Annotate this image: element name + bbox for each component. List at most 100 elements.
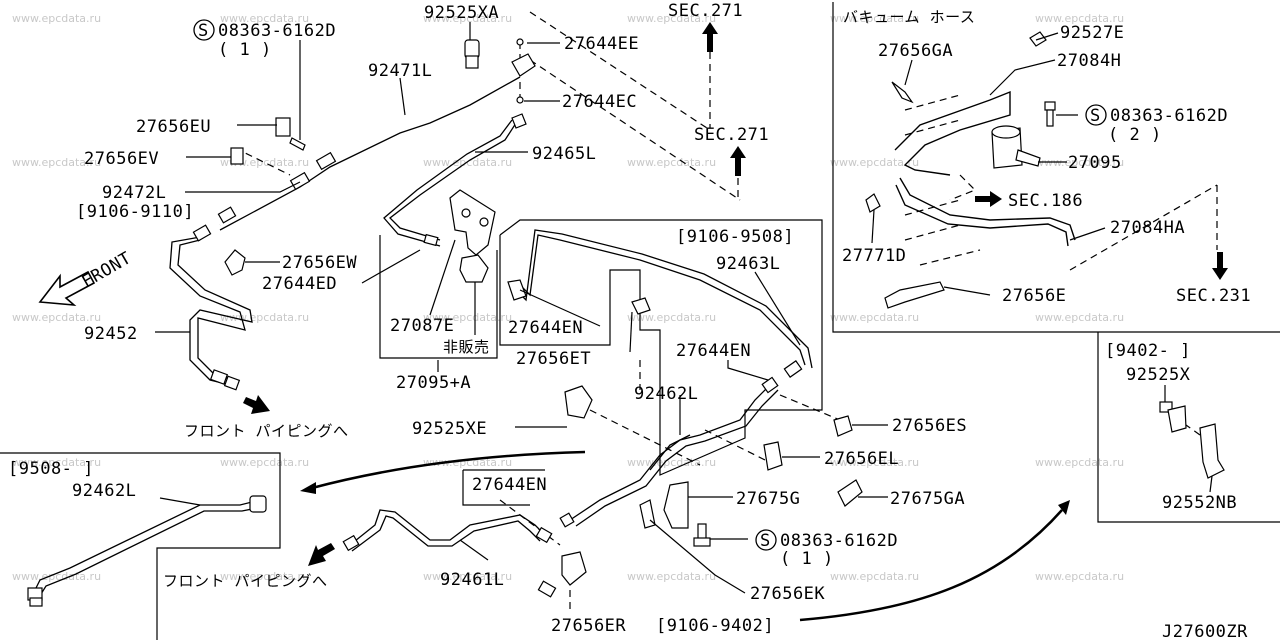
clip-27656E — [884, 281, 945, 309]
label-27656EL[interactable]: 27656EL — [824, 449, 899, 469]
label-range-9106-9508: [9106-9508] — [676, 227, 794, 247]
label-92465L[interactable]: 92465L — [532, 144, 596, 164]
label-27656ET[interactable]: 27656ET — [516, 349, 591, 369]
label-27087E[interactable]: 27087E — [390, 316, 454, 336]
label-27644EN-b[interactable]: 27644EN — [676, 341, 751, 361]
vacuum-hose-frame — [832, 2, 1280, 333]
label-92525X[interactable]: 92525X — [1126, 365, 1191, 385]
label-27771D[interactable]: 27771D — [842, 246, 906, 266]
fitting-27644ED — [423, 233, 439, 247]
pipe-92452 — [177, 239, 253, 386]
bolt-symbols: S S S — [193, 19, 1107, 551]
label-92463L[interactable]: 92463L — [716, 254, 780, 274]
watermark: www.epcdata.ru — [830, 311, 919, 324]
label-27656EU[interactable]: 27656EU — [136, 117, 211, 137]
label-27644EE[interactable]: 27644EE — [564, 34, 639, 54]
fitting-inset — [249, 495, 267, 513]
label-bolt-bottom-code[interactable]: 08363-6162D — [780, 531, 898, 551]
leader — [589, 409, 701, 466]
label-27095A[interactable]: 27095+A — [396, 373, 471, 393]
connector-27644EE — [511, 53, 536, 77]
label-27656E[interactable]: 27656E — [1002, 286, 1066, 306]
label-front-piping-1: フロント パイピングへ — [184, 422, 349, 440]
watermark: www.epcdata.ru — [830, 570, 919, 583]
label-sec186[interactable]: SEC.186 — [1008, 191, 1083, 211]
label-27675GA[interactable]: 27675GA — [890, 489, 965, 509]
label-27656ES[interactable]: 27656ES — [892, 416, 967, 436]
label-27656EW[interactable]: 27656EW — [282, 253, 357, 273]
curved-arrow-right — [799, 509, 1063, 622]
label-92461L[interactable]: 92461L — [440, 570, 504, 590]
label-27656ER[interactable]: 27656ER — [551, 616, 626, 636]
inset-9402-frame — [1097, 332, 1280, 523]
leader — [904, 94, 961, 111]
bolt-08363-6162D — [289, 137, 306, 151]
clip-92525XE — [564, 385, 593, 419]
label-27095[interactable]: 27095 — [1068, 153, 1122, 173]
label-sec271-top[interactable]: SEC.271 — [668, 1, 743, 21]
leader — [1069, 184, 1218, 271]
label-27084HA[interactable]: 27084HA — [1110, 218, 1185, 238]
label-27644ED[interactable]: 27644ED — [262, 274, 337, 294]
label-27656GA[interactable]: 27656GA — [878, 41, 953, 61]
label-front-piping-2: フロント パイピングへ — [163, 572, 328, 590]
watermark: www.epcdata.ru — [220, 456, 309, 469]
label-92552NB[interactable]: 92552NB — [1162, 493, 1237, 513]
label-27675G[interactable]: 27675G — [736, 489, 800, 509]
label-27656EV[interactable]: 27656EV — [84, 149, 159, 169]
watermark: www.epcdata.ru — [1035, 156, 1124, 169]
clamp-27656EU — [275, 117, 291, 137]
watermark: www.epcdata.ru — [830, 156, 919, 169]
leader — [919, 249, 981, 266]
clip-92525XA — [464, 39, 480, 59]
label-sec271-mid[interactable]: SEC.271 — [694, 125, 769, 145]
s-symbol-icon — [193, 19, 215, 41]
clip-27656ET — [631, 297, 651, 315]
solid-leaders — [155, 22, 1213, 594]
bracket-27095A — [459, 254, 489, 283]
label-27084H[interactable]: 27084H — [1057, 51, 1121, 71]
label-range-9508: [9508- ] — [8, 459, 94, 479]
label-92472L[interactable]: 92472L — [102, 183, 166, 203]
label-vacuum-hose: バキューム ホース — [843, 8, 975, 26]
watermark: www.epcdata.ru — [12, 12, 101, 25]
flare-nut — [315, 151, 337, 171]
box-27644EN-lower — [462, 470, 530, 506]
label-not-for-sale: 非販売 — [443, 338, 490, 356]
range-9106-9508-frame — [499, 219, 823, 476]
label-92525XE[interactable]: 92525XE — [412, 419, 487, 439]
leader — [779, 394, 841, 421]
clamp-27656EV — [230, 147, 244, 165]
label-27644EN-a[interactable]: 27644EN — [508, 318, 583, 338]
label-92462L-inset[interactable]: 92462L — [72, 481, 136, 501]
pipe-92462L-inset — [29, 499, 261, 601]
label-92471L[interactable]: 92471L — [368, 61, 432, 81]
label-92525XA[interactable]: 92525XA — [424, 3, 499, 23]
arrow-front-piping — [243, 395, 270, 414]
watermark: www.epcdata.ru — [627, 570, 716, 583]
watermark: www.epcdata.ru — [1035, 12, 1124, 25]
label-bolt-top-code[interactable]: 08363-6162D — [218, 21, 336, 41]
clip-27656ER — [561, 551, 587, 586]
label-92527E[interactable]: 92527E — [1060, 23, 1124, 43]
pipe-92463L — [519, 234, 806, 366]
label-92452[interactable]: 92452 — [84, 324, 138, 344]
label-27656EK[interactable]: 27656EK — [750, 584, 825, 604]
label-bolt-right-code[interactable]: 08363-6162D — [1110, 106, 1228, 126]
arrow-sec186 — [975, 191, 1002, 207]
washer-27644EC — [516, 96, 524, 104]
bracket-92552NB — [1199, 423, 1225, 479]
label-92462L[interactable]: 92462L — [634, 384, 698, 404]
watermark: www.epcdata.ru — [423, 456, 512, 469]
components — [27, 31, 1225, 607]
label-27644EN-c[interactable]: 27644EN — [472, 475, 547, 495]
s-symbol-icon — [755, 529, 777, 551]
label-front: FRONT — [79, 248, 135, 292]
watermark: www.epcdata.ru — [627, 311, 716, 324]
watermark: www.epcdata.ru — [12, 311, 101, 324]
label-27644EC[interactable]: 27644EC — [562, 92, 637, 112]
arrows — [38, 22, 1228, 622]
label-sec231[interactable]: SEC.231 — [1176, 286, 1251, 306]
